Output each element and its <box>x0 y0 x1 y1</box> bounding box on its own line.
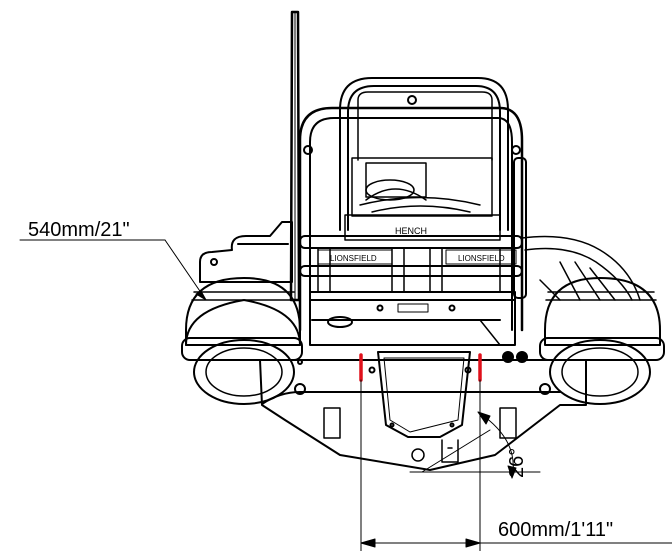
roll-bar-frame <box>298 77 527 332</box>
deadrise-angle-label: 26° <box>506 448 528 478</box>
seat <box>199 221 293 283</box>
console: HENCH <box>344 157 501 241</box>
svg-text:LIONSFIELD: LIONSFIELD <box>458 254 505 263</box>
keel-width-dimension <box>360 379 672 551</box>
left-tube <box>181 277 303 405</box>
svg-text:HENCH: HENCH <box>395 226 427 236</box>
hull <box>259 351 587 471</box>
tube-diameter-label: 540mm/21" <box>28 219 130 241</box>
transom <box>309 291 516 346</box>
deadrise-angle-dimension <box>409 411 541 479</box>
crossbars: LIONSFIELD LIONSFIELD <box>299 235 523 293</box>
keel-width-label: 600mm/1'11" <box>498 519 613 541</box>
svg-text:LIONSFIELD: LIONSFIELD <box>330 254 377 263</box>
keel-markers <box>359 353 482 382</box>
tube-diameter-leader <box>19 239 207 301</box>
right-tube <box>521 235 665 405</box>
